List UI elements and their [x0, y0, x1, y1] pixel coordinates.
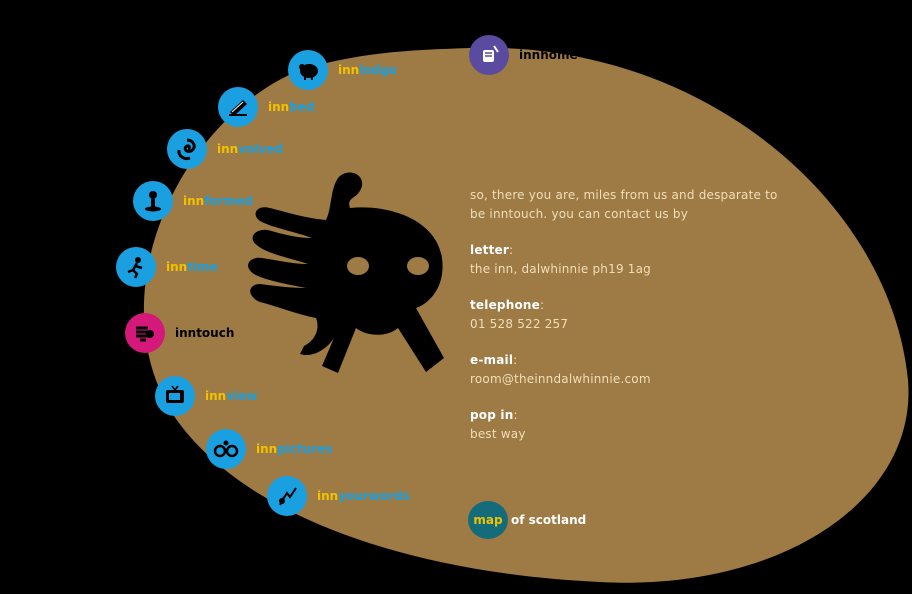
email-link[interactable]: room@theinndalwhinnie.com: [470, 372, 651, 386]
megaphone-icon: [267, 476, 307, 516]
label-suffix: time: [187, 260, 218, 274]
nav-innformed[interactable]: innformed: [133, 181, 253, 221]
letter-block: letter: the inn, dalwhinnie ph19 1ag: [470, 241, 790, 279]
nav-label: innview: [205, 389, 257, 403]
label-suffix: yourwords: [338, 489, 410, 503]
map-text: of scotland: [511, 513, 587, 527]
nav-label: innpictures: [256, 442, 333, 456]
nav-inntouch[interactable]: inntouch: [125, 313, 234, 353]
popin-block: pop in: best way: [470, 406, 790, 444]
bed-icon: [218, 87, 258, 127]
label-prefix: inn: [268, 100, 290, 114]
colon: :: [540, 298, 545, 312]
nav-inntime[interactable]: inntime: [116, 247, 218, 287]
colon: :: [513, 353, 518, 367]
intro-text: so, there you are, miles from us and des…: [470, 188, 778, 221]
nav-innpictures[interactable]: innpictures: [206, 429, 333, 469]
colon: :: [508, 243, 514, 257]
nav-innhome[interactable]: innhome: [469, 35, 578, 75]
tv-icon: [155, 376, 195, 416]
hand-figure-icon: [248, 172, 444, 373]
swirl-icon: [167, 129, 207, 169]
cup-icon: [469, 35, 509, 75]
map-of-scotland-link[interactable]: map of scotland: [468, 501, 586, 539]
map-badge: map: [468, 501, 508, 539]
letter-label-text: letter: [470, 243, 509, 257]
nav-label: innbed: [268, 100, 315, 114]
glasses-icon: [206, 429, 246, 469]
email-label-text: e-mail: [470, 353, 514, 367]
nav-innlodge[interactable]: innlodge: [288, 50, 397, 90]
nav-innvolved[interactable]: innvolved: [167, 129, 283, 169]
label-suffix: volved: [238, 142, 283, 156]
best-way-link[interactable]: best way: [470, 427, 526, 441]
nav-label: innlodge: [338, 63, 397, 77]
label-prefix: inn: [256, 442, 278, 456]
nav-innyourwords[interactable]: innyourwords: [267, 476, 410, 516]
nav-innview[interactable]: innview: [155, 376, 257, 416]
popin-label: pop in:: [470, 408, 518, 422]
label-prefix: inn: [338, 63, 360, 77]
nav-label: innhome: [519, 48, 578, 62]
telephone-label-text: telephone: [470, 298, 540, 312]
nav-label: inntouch: [175, 326, 235, 340]
telephone-value: 01 528 522 257: [470, 317, 569, 331]
telephone-label: telephone:: [470, 298, 544, 312]
pig-icon: [288, 50, 328, 90]
colon: :: [513, 408, 518, 422]
label-suffix: bed: [289, 100, 315, 114]
touch-hand-icon: [125, 313, 165, 353]
nav-label: innyourwords: [317, 489, 410, 503]
label-prefix: inn: [205, 389, 227, 403]
nav-label: innformed: [183, 194, 253, 208]
letter-label: letter:: [470, 243, 513, 257]
label-prefix: inn: [317, 489, 339, 503]
email-label: e-mail:: [470, 353, 517, 367]
label-suffix: lodge: [359, 63, 397, 77]
label-suffix: formed: [204, 194, 253, 208]
nav-label: innvolved: [217, 142, 283, 156]
email-block: e-mail: room@theinndalwhinnie.com: [470, 351, 790, 389]
telephone-block: telephone: 01 528 522 257: [470, 296, 790, 334]
info-figure-icon: [133, 181, 173, 221]
label-prefix: inn: [217, 142, 239, 156]
label-suffix: pictures: [277, 442, 333, 456]
nav-innbed[interactable]: innbed: [218, 87, 315, 127]
runner-icon: [116, 247, 156, 287]
popin-label-text: pop in: [470, 408, 514, 422]
label-prefix: inn: [166, 260, 188, 274]
letter-value: the inn, dalwhinnie ph19 1ag: [470, 262, 651, 276]
label-suffix: view: [226, 389, 258, 403]
contact-content: so, there you are, miles from us and des…: [470, 186, 790, 461]
nav-label: inntime: [166, 260, 218, 274]
label-prefix: inn: [183, 194, 205, 208]
